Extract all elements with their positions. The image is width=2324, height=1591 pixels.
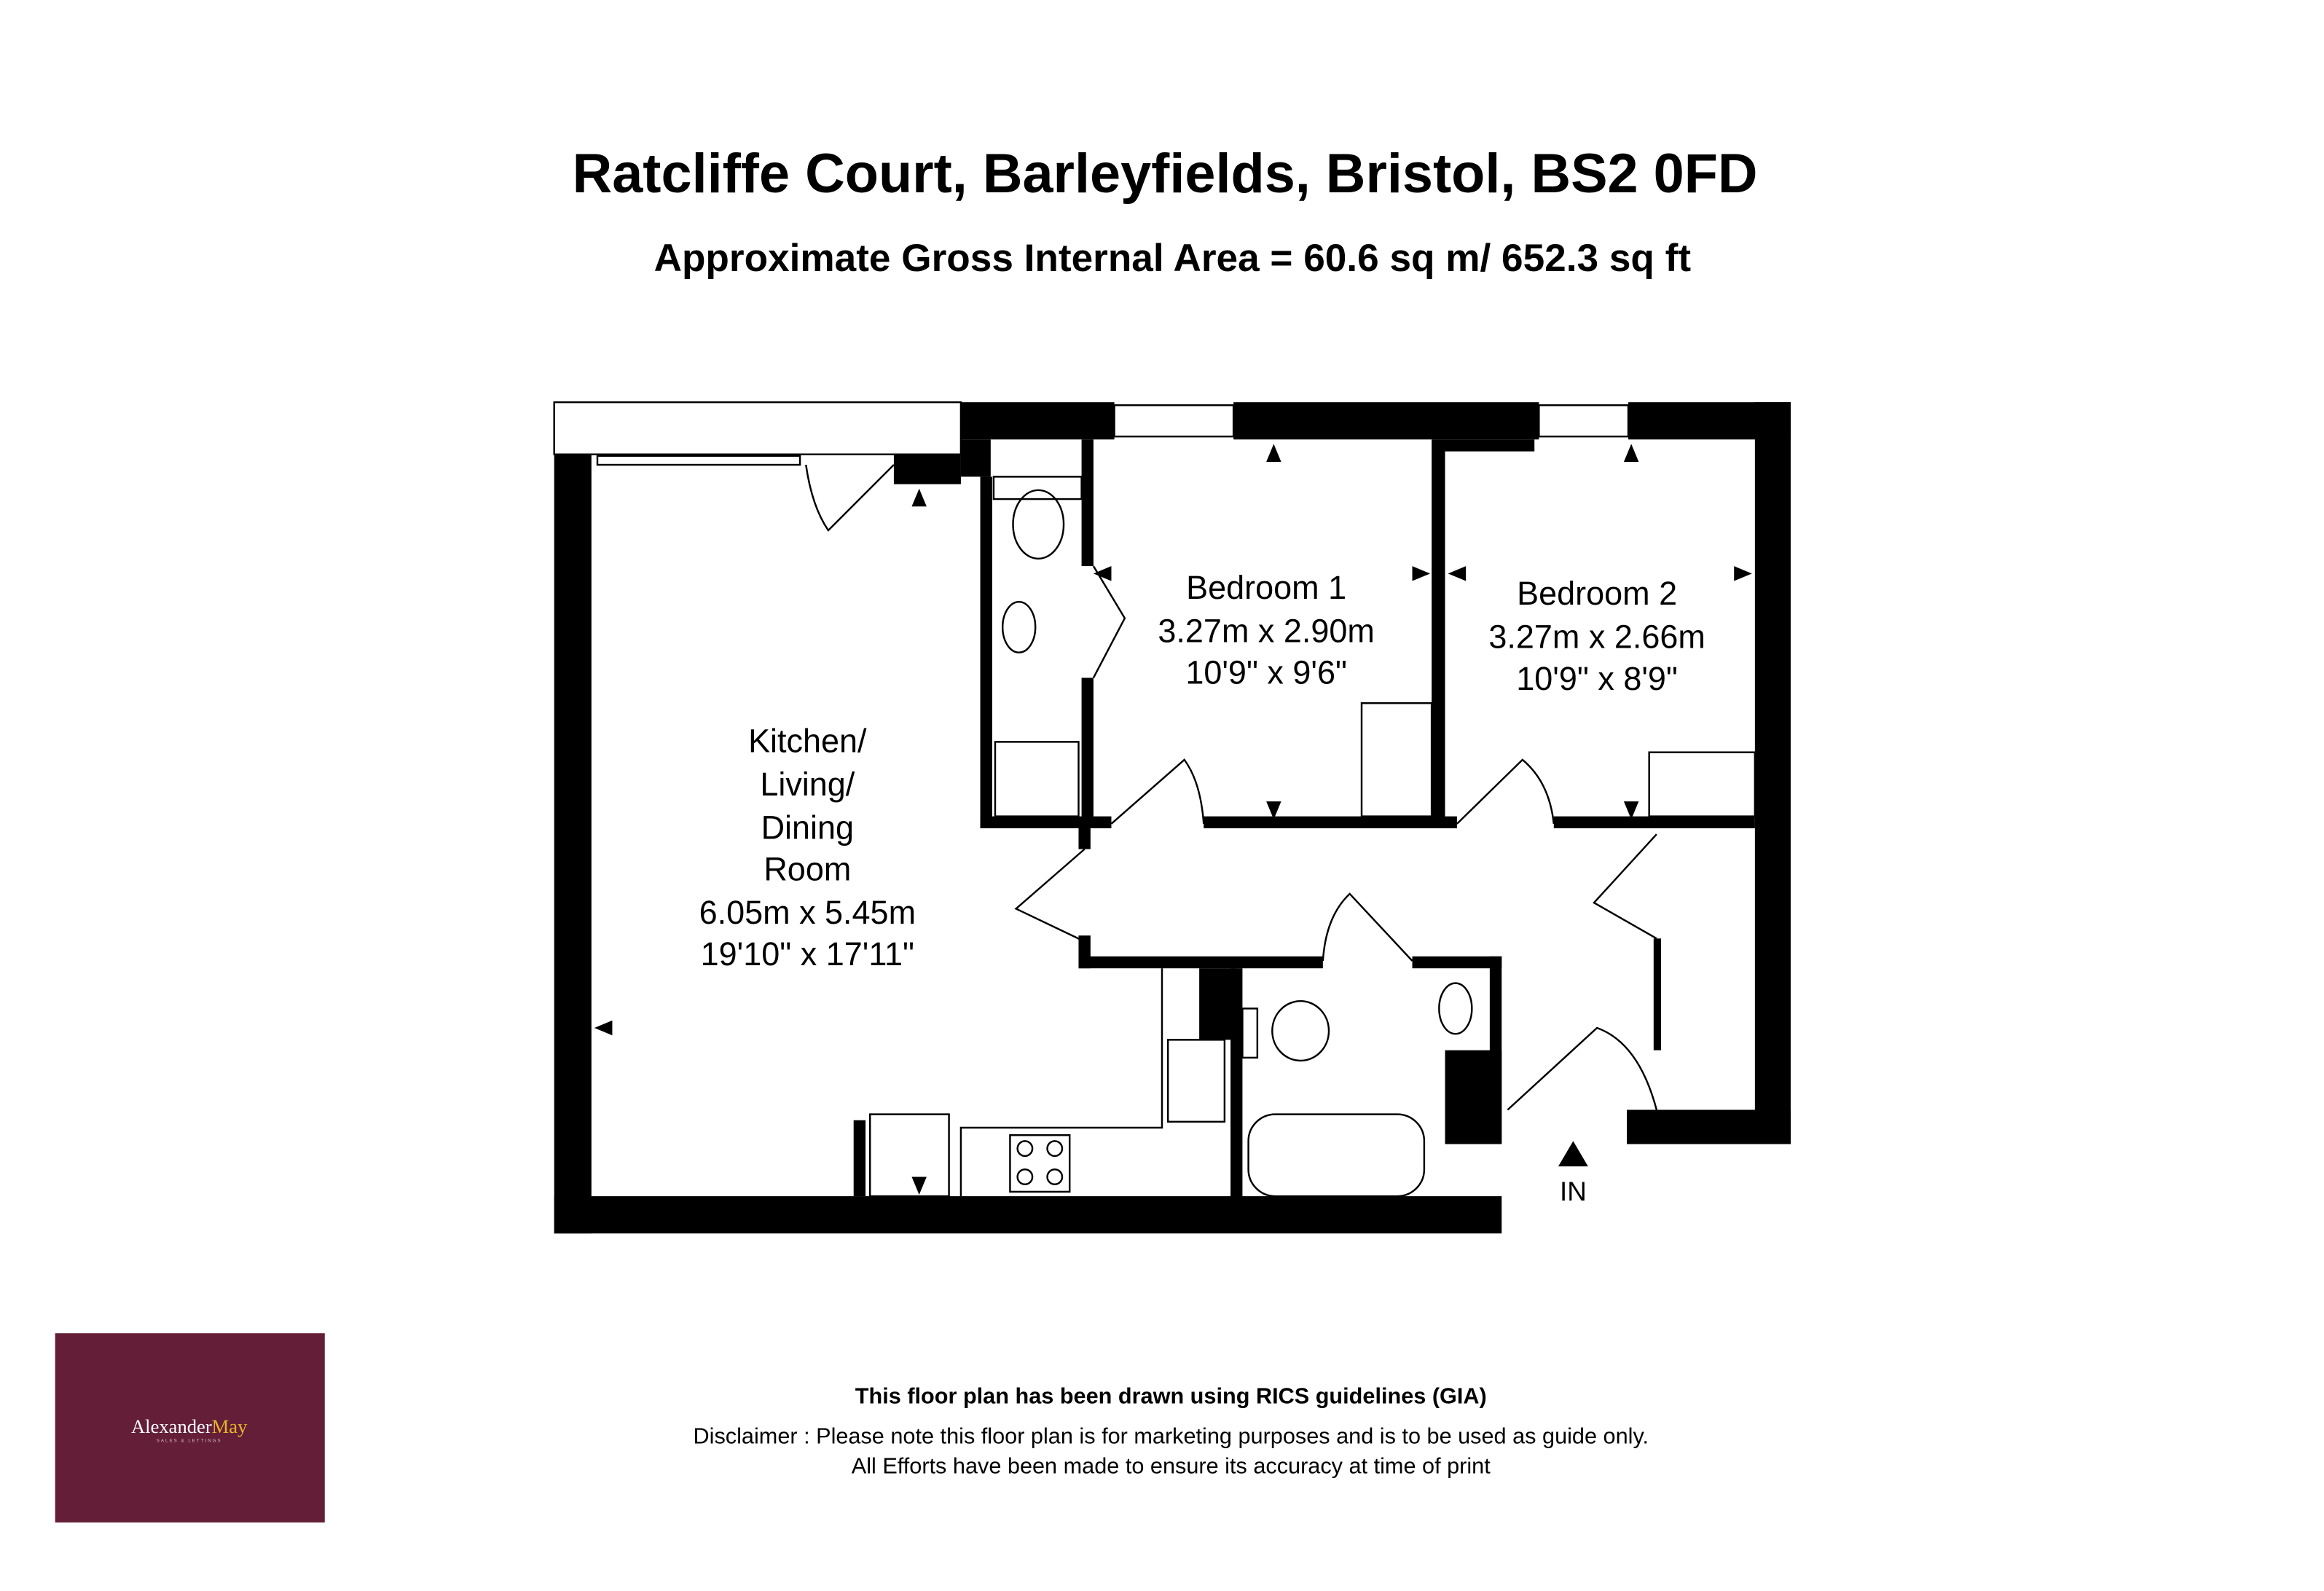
svg-text:AlexanderMay: AlexanderMay — [131, 1415, 248, 1437]
wall — [1081, 439, 1094, 567]
wall — [1230, 968, 1243, 1200]
cistern — [1241, 1007, 1259, 1059]
property-title: Ratcliffe Court, Barleyfields, Bristol, … — [573, 144, 1758, 205]
wall — [980, 816, 1112, 828]
wall — [1233, 402, 1539, 440]
worktop — [959, 968, 1163, 1197]
entrance-arrow-icon — [1558, 1141, 1588, 1167]
window — [1538, 404, 1630, 438]
bath-icon — [1247, 1113, 1426, 1198]
wall — [1412, 956, 1502, 969]
entrance-label: IN — [1560, 1176, 1587, 1206]
wall — [554, 454, 592, 1234]
svg-text:Living/: Living/ — [760, 766, 855, 803]
balcony-window — [596, 455, 801, 466]
wardrobe — [1360, 702, 1433, 817]
disclaimer-line-2: All Efforts have been made to ensure its… — [852, 1453, 1491, 1478]
door — [1456, 758, 1555, 825]
disclaimer-line-1: Disclaimer : Please note this floor plan… — [694, 1424, 1649, 1449]
wall — [1432, 439, 1445, 828]
basin-icon — [1001, 600, 1037, 653]
room-label-kitchen: Kitchen/ Living/ Dining Room 6.05m x 5.4… — [699, 723, 916, 973]
cistern — [992, 476, 1083, 500]
svg-text:3.27m x 2.66m: 3.27m x 2.66m — [1488, 618, 1705, 656]
toilet-icon — [1012, 489, 1065, 560]
entrance-door — [1507, 1026, 1658, 1111]
wall — [1445, 439, 1535, 452]
door — [1110, 758, 1205, 825]
svg-text:19'10" x 17'11": 19'10" x 17'11" — [701, 935, 914, 973]
wall — [960, 439, 991, 477]
svg-text:Kitchen/: Kitchen/ — [748, 723, 867, 760]
room-label-bedroom-2: Bedroom 2 3.27m x 2.66m 10'9" x 8'9" — [1488, 575, 1705, 697]
svg-text:3.27m x 2.90m: 3.27m x 2.90m — [1158, 612, 1374, 649]
wall — [1653, 938, 1662, 1050]
door — [1014, 848, 1086, 943]
svg-text:6.05m x 5.45m: 6.05m x 5.45m — [699, 894, 916, 931]
rics-note: This floor plan has been drawn using RIC… — [855, 1383, 1487, 1408]
basin-icon — [1438, 982, 1473, 1035]
wall — [1078, 828, 1091, 849]
svg-text:SALES & LETTINGS: SALES & LETTINGS — [157, 1438, 222, 1443]
balcony — [553, 401, 962, 455]
svg-text:Bedroom 1: Bedroom 1 — [1186, 569, 1346, 606]
logo: AlexanderMay SALES & LETTINGS — [55, 1333, 325, 1523]
svg-text:10'9" x 8'9": 10'9" x 8'9" — [1516, 660, 1678, 697]
area-subtitle: Approximate Gross Internal Area = 60.6 s… — [654, 237, 1692, 280]
wall — [1204, 816, 1457, 828]
floor-plan: IN — [553, 401, 1791, 1234]
wall — [853, 1120, 866, 1197]
svg-text:10'9" x 9'6": 10'9" x 9'6" — [1185, 654, 1347, 691]
toilet-icon — [1271, 999, 1330, 1062]
wardrobe — [1648, 751, 1756, 817]
door — [805, 464, 895, 532]
wall — [554, 1196, 1502, 1234]
wall — [893, 454, 961, 484]
door — [1322, 892, 1413, 962]
wall — [1754, 402, 1791, 1144]
wall — [1627, 1109, 1791, 1144]
wall — [1553, 816, 1755, 828]
wall — [960, 402, 1115, 440]
wall — [1445, 1050, 1502, 1144]
svg-text:Dining: Dining — [761, 809, 854, 846]
svg-text:Bedroom 2: Bedroom 2 — [1517, 575, 1677, 612]
room-label-bedroom-1: Bedroom 1 3.27m x 2.90m 10'9" x 9'6" — [1158, 569, 1374, 691]
hob-icon — [1009, 1134, 1071, 1193]
wall — [1078, 956, 1323, 969]
svg-text:Room: Room — [763, 851, 851, 888]
door — [1593, 833, 1657, 940]
shower-tray-icon — [994, 741, 1080, 817]
door — [1092, 565, 1126, 679]
wall — [980, 476, 992, 828]
wall — [1081, 677, 1094, 828]
sink-icon — [1166, 1039, 1226, 1123]
window — [1113, 404, 1235, 438]
appliance — [868, 1113, 950, 1198]
